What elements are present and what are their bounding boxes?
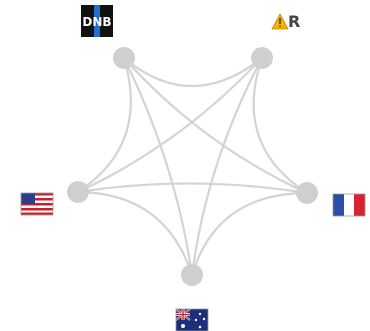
dnb-logo-icon: DNB	[81, 5, 113, 37]
edge-ar-au	[190, 56, 264, 277]
edges-group	[76, 56, 309, 277]
node-au[interactable]	[181, 264, 203, 286]
france-flag-icon	[332, 193, 366, 217]
edge-fr-au	[190, 191, 309, 277]
australia-flag-icon	[175, 308, 209, 331]
node-dnb[interactable]	[113, 47, 135, 69]
node-ar[interactable]	[251, 47, 273, 69]
node-us[interactable]	[67, 181, 89, 203]
edge-ar-us	[76, 56, 264, 194]
edge-ar-fr	[252, 56, 309, 195]
edge-dnb-au	[122, 56, 194, 277]
ar-label: R	[288, 12, 300, 31]
warning-icon	[271, 13, 289, 30]
edge-dnb-fr	[122, 56, 309, 195]
node-fr[interactable]	[296, 182, 318, 204]
edge-us-au	[76, 190, 194, 277]
nodes-group	[67, 47, 318, 286]
dnb-label: DNB	[82, 15, 111, 29]
us-flag-icon	[20, 192, 54, 216]
edge-dnb-us	[76, 56, 132, 194]
edge-dnb-ar	[122, 56, 264, 87]
edge-us-fr	[76, 182, 309, 195]
